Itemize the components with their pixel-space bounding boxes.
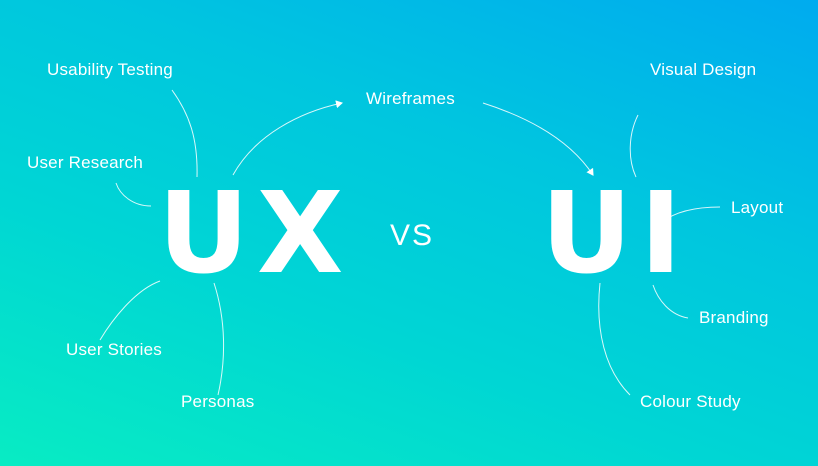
- ui-item-colour-study: Colour Study: [640, 392, 741, 411]
- ui-item-branding: Branding: [699, 308, 769, 327]
- arrow-wireframes-to-ui: [482, 102, 594, 176]
- ui-item-visual-design: Visual Design: [650, 60, 757, 79]
- line-user-stories: [99, 280, 161, 341]
- line-layout: [661, 206, 721, 223]
- wireframes-label: Wireframes: [366, 89, 455, 108]
- line-branding: [652, 284, 689, 319]
- line-user-research: [115, 182, 152, 207]
- ux-item-user-stories: User Stories: [66, 340, 162, 359]
- line-colour-study: [598, 282, 631, 396]
- ui-title: UI: [541, 169, 690, 299]
- ui-item-layout: Layout: [731, 198, 784, 217]
- line-usability-testing: [171, 89, 198, 178]
- line-visual-design: [629, 114, 639, 178]
- ux-title: UX: [158, 169, 352, 299]
- line-personas: [213, 282, 225, 396]
- ux-item-usability-testing: Usability Testing: [47, 60, 173, 79]
- arrow-ux-to-wireframes: [232, 100, 343, 176]
- ux-item-user-research: User Research: [27, 153, 143, 172]
- vs-label: VS: [390, 219, 435, 252]
- ux-item-personas: Personas: [181, 392, 255, 411]
